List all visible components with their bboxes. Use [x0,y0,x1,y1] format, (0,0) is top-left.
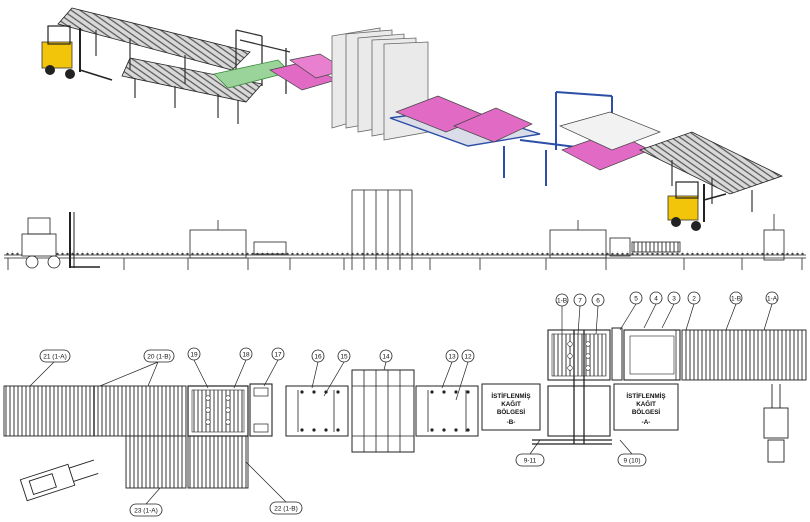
iso-vertical-frames [331,27,429,141]
plan-view: İSTİFLENMİŞ KAĞIT BÖLGESİ -B- İSTİFLENMİ… [3,291,807,517]
zone-a-line2: KAĞIT [636,399,656,408]
callout-9-10: 9 (10) [624,458,641,465]
zone-a-box [613,383,679,431]
zone-a-line1: İSTİFLENMİŞ [626,392,665,400]
callout-6: 6 [596,298,600,305]
iso-right-legs [671,160,753,212]
zone-b-line4: -B- [507,419,516,426]
side-legs [7,258,803,270]
iso-conveyor-right [638,131,784,195]
callout-16: 16 [314,354,322,361]
plan-transfer-vacuum-heads [205,395,231,425]
plan-table-13 [415,385,479,437]
callout-5: 5 [634,296,638,303]
callout-15: 15 [340,354,348,361]
callout-13: 13 [448,354,456,361]
iso-forklift-right [667,181,727,231]
callout-2: 2 [692,296,696,303]
zone-b-box [481,383,541,431]
zone-b-line2: KAĞIT [501,399,521,408]
plan-unit-5 [611,327,623,381]
callout-3: 3 [672,296,676,303]
side-press-frames [351,189,413,270]
plan-conveyor-21 [3,385,187,437]
callout-20: 20 (1-B) [147,354,170,361]
plan-forklift-left [19,459,99,502]
callout-1a: 1-A [767,296,778,303]
callout-texts: 21 (1-A) 20 (1-B) 19 18 17 16 15 14 13 1… [43,296,777,515]
iso-conveyor-left-upper [57,7,251,71]
zone-a-line3: BÖLGESİ [632,407,661,416]
iso-forklift-left [41,25,113,81]
side-forklift [21,212,100,269]
callout-9-11: 9-11 [524,458,537,465]
callout-1b-right: 1-B [731,296,741,303]
zone-b-line1: İSTİFLENMİŞ [491,392,530,400]
plan-conveyor-1a [745,329,807,381]
plan-table-13-pins [430,390,470,432]
zone-b-line3: BÖLGESİ [497,407,526,416]
callout-4: 4 [654,296,658,303]
plan-stacker-rails [532,330,612,445]
callout-17: 17 [274,352,282,359]
callout-22: 22 (1-B) [274,506,297,513]
plan-stacker-vacuum-heads [567,341,591,371]
plan-press-14 [351,369,415,453]
iso-left-legs [95,30,239,124]
plan-forklift-right [763,384,789,463]
plan-table-16-pins [300,390,340,432]
plan-unit-17 [249,383,273,437]
plan-conveyor-22 [187,435,249,489]
side-elevation-view [4,189,806,270]
iso-pink-plate-4 [453,107,533,143]
plan-conveyor-1b [681,329,747,381]
callout-23: 23 (1-A) [134,508,157,515]
callout-12: 12 [464,354,472,361]
callout-7: 7 [578,298,582,305]
plan-conveyor-23 [125,435,187,489]
plan-table-16 [285,385,349,437]
side-end-unit [763,229,785,261]
zone-a-line4: -A- [642,419,651,426]
plan-stacker-lower [547,385,611,437]
callout-leaders [29,303,773,505]
callout-14: 14 [382,354,390,361]
callout-21: 21 (1-A) [43,354,66,361]
callout-bubbles [39,291,779,517]
callout-1b-top: 1-B [557,298,567,305]
isometric-view [41,7,784,231]
callout-18: 18 [242,352,250,359]
callout-19: 19 [190,352,198,359]
iso-gray-table [558,111,661,151]
